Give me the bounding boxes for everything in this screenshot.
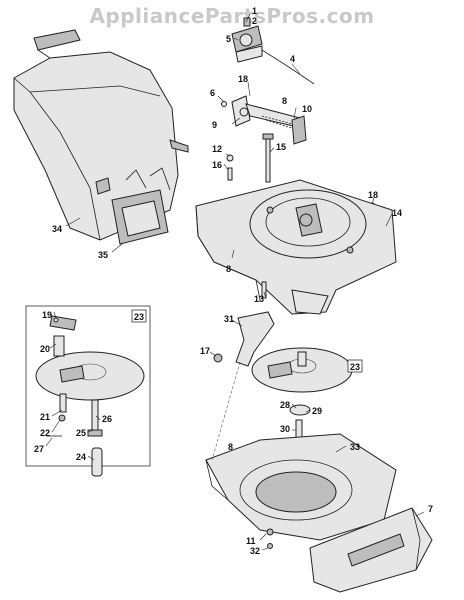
leader-lines — [45, 13, 425, 551]
callout-28: 28 — [280, 400, 290, 410]
screw-11 — [266, 528, 274, 536]
callout-4: 4 — [290, 54, 295, 64]
washer-32 — [267, 543, 273, 549]
callout-33: 33 — [350, 442, 360, 452]
callout-22: 22 — [40, 428, 50, 438]
callout-21: 21 — [40, 412, 50, 422]
lower-housing — [205, 433, 397, 541]
callout-25: 25 — [76, 428, 86, 438]
callout-23-inset: 23 — [134, 312, 144, 322]
callout-11: 11 — [246, 536, 256, 546]
callout-14: 14 — [392, 208, 402, 218]
impeller-main — [251, 347, 353, 393]
detail-inset-box — [25, 305, 151, 467]
callout-6: 6 — [210, 88, 215, 98]
impeller-inset — [35, 315, 145, 477]
callout-8-deck: 8 — [226, 264, 231, 274]
callout-30: 30 — [280, 424, 290, 434]
callout-34: 34 — [52, 224, 62, 234]
callout-16: 16 — [212, 160, 222, 170]
callout-27: 27 — [34, 444, 44, 454]
callout-18-deck: 18 — [368, 190, 378, 200]
callout-19: 19 — [42, 310, 52, 320]
callout-20: 20 — [40, 344, 50, 354]
callout-31: 31 — [224, 314, 234, 324]
bag-housing — [13, 29, 189, 241]
callout-23-main: 23 — [350, 362, 360, 372]
callout-labels: 1 2 4 5 6 7 8 8 8 9 10 11 12 13 14 15 16… — [34, 6, 433, 556]
control-assembly — [231, 17, 315, 85]
callout-24: 24 — [76, 452, 86, 462]
callout-9: 9 — [212, 120, 217, 130]
callout-1: 1 — [252, 6, 257, 16]
callout-8-bracket: 8 — [282, 96, 287, 106]
chute-adapter — [111, 167, 171, 245]
arm-31 — [235, 311, 275, 367]
callout-32: 32 — [250, 546, 260, 556]
callout-35: 35 — [98, 250, 108, 260]
callout-17: 17 — [200, 346, 210, 356]
callout-15: 15 — [276, 142, 286, 152]
callout-29: 29 — [312, 406, 322, 416]
front-nozzle — [309, 507, 433, 593]
callout-13: 13 — [254, 294, 264, 304]
callout-26: 26 — [102, 414, 112, 424]
bolt-15 — [262, 133, 274, 183]
detail-tag-box — [131, 309, 147, 323]
callout-2: 2 — [252, 16, 257, 26]
main-deck — [195, 179, 397, 315]
screw-16 — [227, 167, 233, 181]
callout-12: 12 — [212, 144, 222, 154]
impeller-tag-box — [347, 359, 363, 373]
washer-12 — [226, 154, 234, 162]
bracket-assembly — [221, 95, 307, 145]
callout-7: 7 — [428, 504, 433, 514]
callout-10: 10 — [302, 104, 312, 114]
callout-5: 5 — [226, 34, 231, 44]
screw-13 — [261, 281, 267, 299]
spacer-28 — [289, 404, 311, 416]
callout-8-housing: 8 — [228, 442, 233, 452]
watermark: AppliancePartsPros.com — [89, 4, 375, 28]
callout-18-top: 18 — [238, 74, 248, 84]
